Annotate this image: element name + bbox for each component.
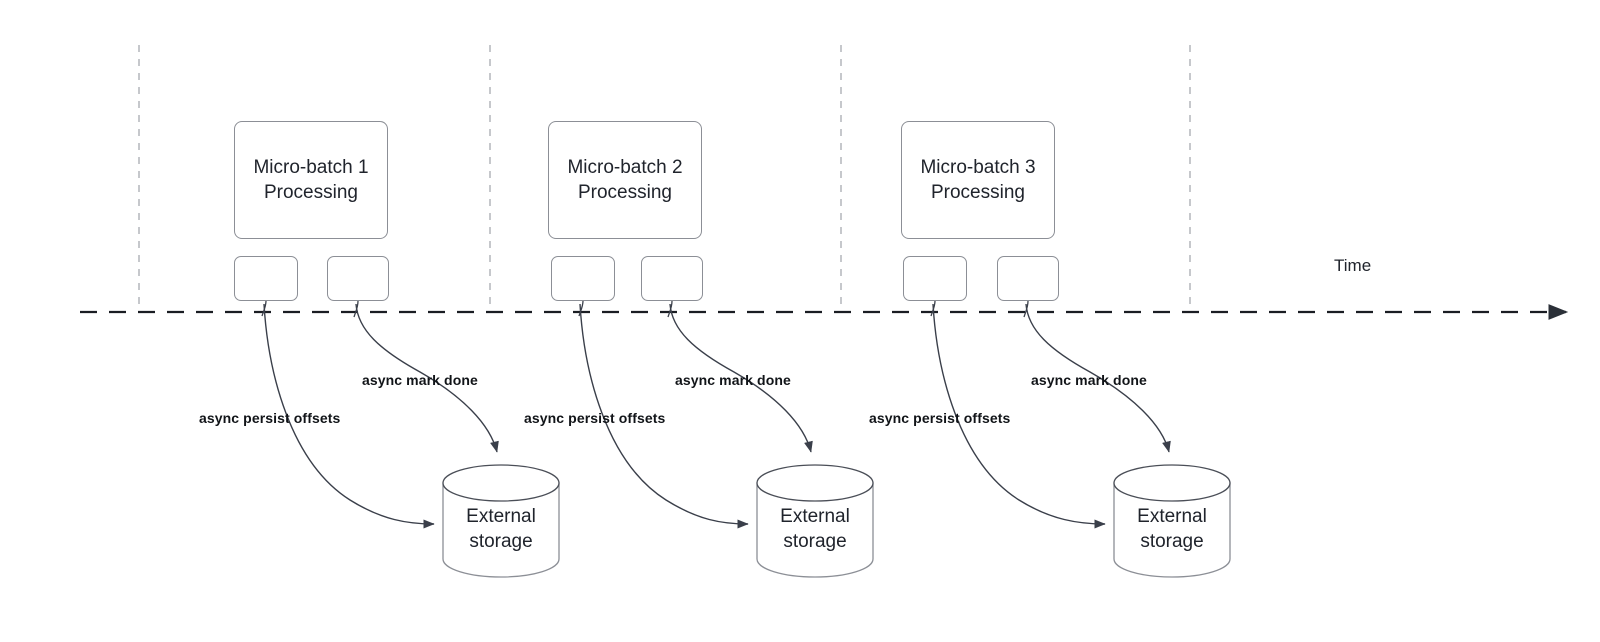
microbatch-1-task-box-left[interactable]: [234, 256, 298, 301]
mark-done-arrows: [355, 303, 1171, 453]
storage-cylinders: [442, 464, 1231, 578]
microbatch-2-task-box-left[interactable]: [551, 256, 615, 301]
storage-cylinder-3: [1113, 464, 1231, 578]
mark-done-arrow-batch-1: [355, 303, 499, 453]
microbatch-1-task-box-right[interactable]: [327, 256, 389, 301]
microbatch-2-task-box-right[interactable]: [641, 256, 703, 301]
time-axis-label: Time: [1334, 256, 1372, 275]
microbatch-3-task-box-right[interactable]: [997, 256, 1059, 301]
microbatch-box-3[interactable]: Micro-batch 3 Processing: [901, 121, 1055, 239]
timeline-tick-lines: [138, 45, 1191, 312]
microbatch-box-2[interactable]: Micro-batch 2 Processing: [548, 121, 702, 239]
edge-label-mark-done-3: async mark done: [1031, 372, 1147, 388]
storage-cylinder-1: [442, 464, 560, 578]
connector-b2-left: [578, 300, 584, 317]
storage-label-3: External storage: [1137, 506, 1207, 552]
storage-label-2: External storage: [780, 506, 850, 552]
storage-cylinder-2: [756, 464, 874, 578]
persist-arrow-batch-1: [263, 303, 435, 529]
persist-offset-arrows: [263, 303, 1106, 529]
persist-arrow-batch-2: [579, 303, 749, 529]
mark-done-arrow-batch-3: [1025, 303, 1171, 453]
edge-label-persist-offsets-3: async persist offsets: [869, 410, 1011, 426]
edge-label-mark-done-1: async mark done: [362, 372, 478, 388]
microbatch-3-task-box-left[interactable]: [903, 256, 967, 301]
mini-box-connectors: [261, 300, 1029, 318]
mark-done-arrow-batch-2: [669, 303, 813, 453]
edge-label-persist-offsets-1: async persist offsets: [199, 410, 341, 426]
storage-label-1: External storage: [466, 506, 536, 552]
edge-label-persist-offsets-2: async persist offsets: [524, 410, 666, 426]
persist-arrow-batch-3: [932, 303, 1106, 529]
microbatch-box-1[interactable]: Micro-batch 1 Processing: [234, 121, 388, 239]
edge-label-mark-done-2: async mark done: [675, 372, 791, 388]
